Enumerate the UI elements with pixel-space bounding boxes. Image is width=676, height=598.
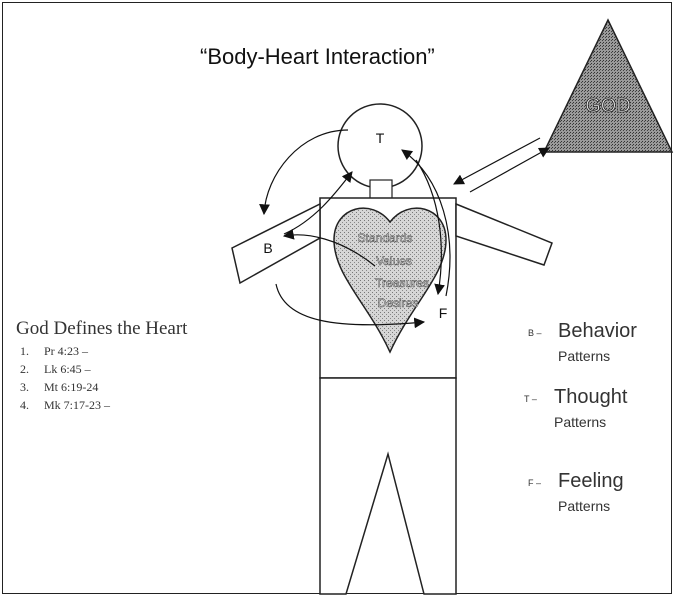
reference-text: Pr 4:23 – <box>44 342 88 360</box>
reference-number: 2. <box>20 360 44 378</box>
legend-key: T – <box>524 394 537 404</box>
reference-number: 3. <box>20 378 44 396</box>
legend-title: Feeling <box>558 470 624 493</box>
references-list: 1. Pr 4:23 – 2. Lk 6:45 – 3. Mt 6:19-24 … <box>20 342 110 414</box>
reference-item: 2. Lk 6:45 – <box>20 360 110 378</box>
reference-text: Lk 6:45 – <box>44 360 91 378</box>
reference-item: 4. Mk 7:17-23 – <box>20 396 110 414</box>
left-arm <box>232 204 320 283</box>
reference-number: 4. <box>20 396 44 414</box>
legend-subtitle: Patterns <box>558 498 610 514</box>
reference-text: Mk 7:17-23 – <box>44 396 110 414</box>
legend-subtitle: Patterns <box>554 414 606 430</box>
behavior-label: B <box>263 240 272 256</box>
head-circle <box>338 104 422 188</box>
legend-subtitle: Patterns <box>558 348 610 364</box>
thought-label: T <box>376 130 385 146</box>
heart-word-standards: Standards <box>358 231 413 245</box>
reference-text: Mt 6:19-24 <box>44 378 98 396</box>
reference-item: 3. Mt 6:19-24 <box>20 378 110 396</box>
legs <box>320 378 456 594</box>
reference-item: 1. Pr 4:23 – <box>20 342 110 360</box>
neck <box>370 180 392 200</box>
legend-title: Thought <box>554 386 627 409</box>
god-triangle <box>544 20 672 152</box>
feeling-label: F <box>439 305 448 321</box>
god-label: GOD <box>585 95 631 117</box>
heart-word-treasures: Treasures <box>375 276 429 290</box>
heart-word-values: Values <box>376 254 412 268</box>
reference-number: 1. <box>20 342 44 360</box>
right-arm <box>456 204 552 265</box>
heart-word-desires: Desires <box>378 296 419 310</box>
references-heading: God Defines the Heart <box>16 318 187 340</box>
legend-title: Behavior <box>558 320 637 343</box>
legend-key: B – <box>528 328 542 338</box>
legend-key: F – <box>528 478 541 488</box>
